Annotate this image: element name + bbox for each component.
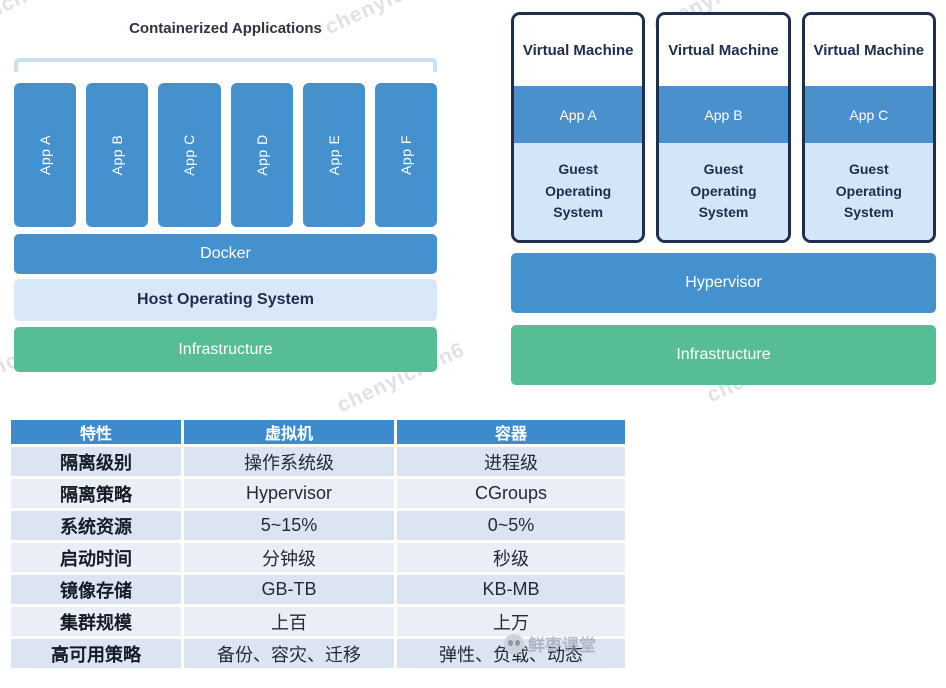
app-label: App D [253,134,270,176]
app-box-c: App C [158,83,221,227]
row-feature: 系统资源 [11,511,181,540]
row-container-value: 0~5% [397,511,625,540]
row-feature: 隔离级别 [11,447,181,476]
docker-layer: Docker [14,234,437,274]
row-vm-value: GB-TB [184,575,394,604]
vm-guest-os-label: Guest Operating System [545,160,612,221]
containerized-apps-diagram: Containerized Applications App A App B A… [14,20,438,372]
app-box-f: App F [374,83,438,227]
vm-guest-os-label: Guest Operating System [690,160,757,221]
row-container-value: 弹性、负载、动态 [397,639,625,668]
row-vm-value: 分钟级 [184,543,394,572]
vm-box-2: Virtual Machine App B Guest Operating Sy… [656,12,791,243]
vm-guest-os: Guest Operating System [804,143,933,240]
row-container-value: CGroups [397,479,625,508]
header-vm: 虚拟机 [184,420,394,444]
row-vm-value: 操作系统级 [184,447,394,476]
containerized-apps-title: Containerized Applications [129,20,322,37]
table-row: 系统资源 5~15% 0~5% [11,511,625,540]
host-os-layer: Host Operating System [14,279,437,321]
row-feature: 高可用策略 [11,639,181,668]
apps-group-bracket [14,58,437,72]
row-feature: 镜像存储 [11,575,181,604]
infrastructure-layer: Infrastructure [511,325,936,385]
app-label: App C [181,134,198,176]
vm-title: Virtual Machine [804,15,933,86]
row-feature: 集群规模 [11,607,181,636]
comparison-table-wrap: 特性 虚拟机 容器 隔离级别 操作系统级 进程级 隔离策略 Hypervisor… [8,417,628,671]
hypervisor-layer: Hypervisor [511,253,936,313]
app-box-d: App D [230,83,293,227]
app-box-b: App B [86,83,149,227]
vm-app-label: App C [804,86,933,143]
row-vm-value: Hypervisor [184,479,394,508]
row-container-value: 上万 [397,607,625,636]
app-box-a: App A [14,83,77,227]
app-label: App A [37,135,54,175]
vm-row: Virtual Machine App A Guest Operating Sy… [511,12,936,243]
vm-guest-os-label: Guest Operating System [835,160,902,221]
row-vm-value: 5~15% [184,511,394,540]
table-row: 隔离级别 操作系统级 进程级 [11,447,625,476]
vm-guest-os: Guest Operating System [514,143,643,240]
virtual-machines-diagram: Virtual Machine App A Guest Operating Sy… [511,12,936,385]
vm-title: Virtual Machine [514,15,643,86]
apps-row: App A App B App C App D App E App F [14,83,438,227]
app-label: App F [397,135,414,175]
infrastructure-layer: Infrastructure [14,327,437,372]
vm-title: Virtual Machine [659,15,788,86]
row-vm-value: 上百 [184,607,394,636]
app-label: App E [325,134,342,176]
vm-app-label: App A [514,86,643,143]
row-feature: 启动时间 [11,543,181,572]
vm-app-label: App B [659,86,788,143]
vm-box-1: Virtual Machine App A Guest Operating Sy… [511,12,646,243]
comparison-table: 特性 虚拟机 容器 隔离级别 操作系统级 进程级 隔离策略 Hypervisor… [8,417,628,671]
header-feature: 特性 [11,420,181,444]
row-container-value: 进程级 [397,447,625,476]
table-row: 高可用策略 备份、容灾、迁移 弹性、负载、动态 [11,639,625,668]
row-vm-value: 备份、容灾、迁移 [184,639,394,668]
vm-box-3: Virtual Machine App C Guest Operating Sy… [801,12,936,243]
header-container: 容器 [397,420,625,444]
app-box-e: App E [302,83,365,227]
table-row: 集群规模 上百 上万 [11,607,625,636]
app-label: App B [109,134,126,176]
vm-guest-os: Guest Operating System [659,143,788,240]
table-row: 隔离策略 Hypervisor CGroups [11,479,625,508]
table-row: 镜像存储 GB-TB KB-MB [11,575,625,604]
table-row: 启动时间 分钟级 秒级 [11,543,625,572]
row-container-value: KB-MB [397,575,625,604]
row-container-value: 秒级 [397,543,625,572]
table-header-row: 特性 虚拟机 容器 [11,420,625,444]
row-feature: 隔离策略 [11,479,181,508]
